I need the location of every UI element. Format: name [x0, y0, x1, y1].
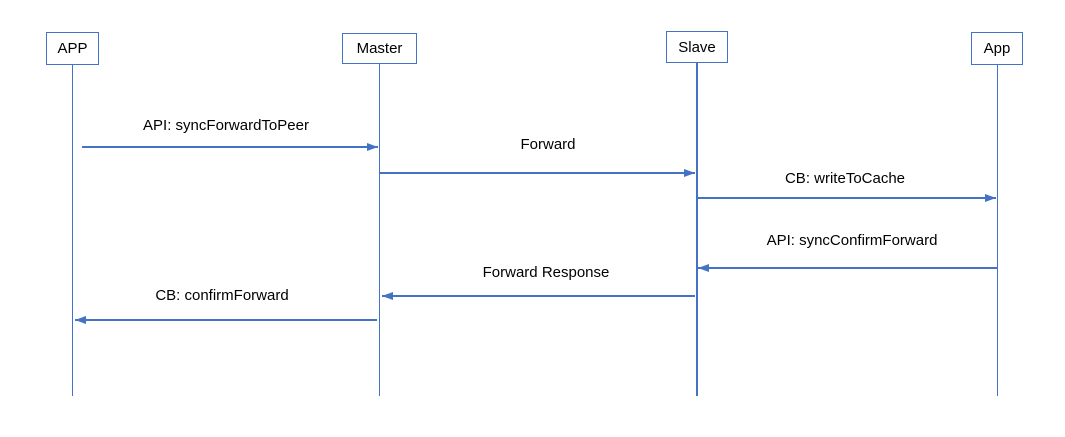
- actor-label: APP: [57, 40, 88, 57]
- message-label: Forward Response: [482, 264, 610, 281]
- message-arrow-line: [698, 267, 997, 269]
- arrowhead-right-icon: [684, 168, 695, 177]
- lifeline-app-caps: [71, 65, 74, 396]
- message-label: API: syncForwardToPeer: [143, 117, 309, 134]
- arrowhead-right-icon: [985, 193, 996, 202]
- actor-label: Master: [356, 40, 403, 57]
- lifeline-master: [378, 64, 381, 396]
- message-label: CB: confirmForward: [155, 287, 289, 304]
- message-arrow-line: [382, 295, 695, 297]
- message-arrow-line: [75, 319, 377, 321]
- actor-box-app: App: [971, 32, 1023, 65]
- message-label: CB: writeToCache: [784, 170, 906, 187]
- message-label: API: syncConfirmForward: [766, 232, 938, 249]
- actor-box-master: Master: [342, 33, 417, 64]
- actor-label: App: [983, 40, 1011, 57]
- arrowhead-left-icon: [75, 315, 86, 324]
- arrowhead-right-icon: [367, 142, 378, 151]
- message-arrow-line: [380, 172, 695, 174]
- arrowhead-left-icon: [698, 263, 709, 272]
- message-arrow-line: [697, 197, 996, 199]
- actor-box-app-caps: APP: [46, 32, 99, 65]
- arrowhead-left-icon: [382, 291, 393, 300]
- message-label: Forward: [520, 136, 576, 153]
- lifeline-slave: [696, 63, 698, 396]
- lifeline-app: [996, 65, 999, 396]
- actor-label: Slave: [678, 38, 716, 56]
- actor-box-slave: Slave: [666, 31, 728, 63]
- message-arrow-line: [82, 146, 378, 148]
